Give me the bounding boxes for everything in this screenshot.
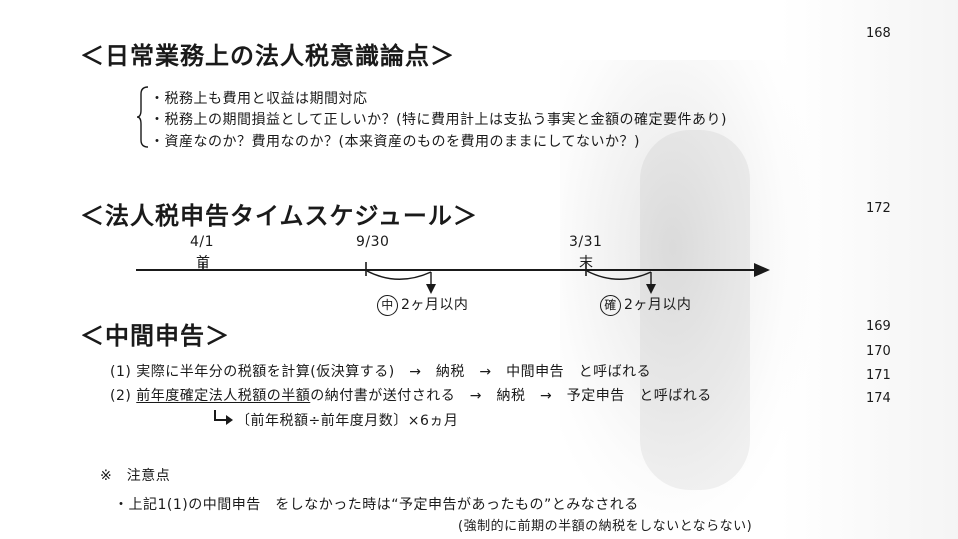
interim-deadline-text: 2ヶ月以内 [401, 297, 469, 313]
final-circle-icon: 確 [600, 294, 621, 316]
section-heading-daily-tax-points: ＜日常業務上の法人税意識論点＞ [80, 42, 455, 70]
bullet-asset-or-expense: ・資産なのか？費用なのか？(本来資産のものを費用のままにしてないか？) [150, 134, 641, 150]
section-heading-filing-schedule: ＜法人税申告タイムスケジュール＞ [80, 202, 478, 230]
final-curve [586, 270, 652, 286]
bullet-period-matching: ・税務上も費用と収益は期間対応 [150, 91, 368, 107]
page-ref-169: 169 [866, 319, 891, 334]
down-arrow-icon [646, 284, 656, 294]
interim-method-2-rest: の納付書が送付される → 納税 → 予定申告 と呼ばれる [310, 388, 712, 404]
interim-curve [366, 270, 432, 286]
final-deadline-text: 2ヶ月以内 [624, 297, 692, 313]
note-heading: ※ 注意点 [100, 468, 171, 484]
timeline-ticks [202, 262, 587, 276]
page-ref-171: 171 [866, 368, 891, 383]
timeline-date-start: 4/1 [190, 234, 215, 250]
interim-circle-icon: 中 [377, 294, 398, 316]
interim-method-1: (1) 実際に半年分の税額を計算(仮決算する) → 納税 → 中間申告 と呼ばれ… [110, 364, 652, 380]
arrow-right-icon [754, 263, 770, 277]
page-ref-170: 170 [866, 344, 891, 359]
interim-method-2: (2) 前年度確定法人税額の半額の納付書が送付される → 納税 → 予定申告 と… [110, 385, 712, 405]
timeline-graphic [136, 262, 770, 294]
down-arrow-icon [426, 284, 436, 294]
timeline-date-end: 3/31 [569, 234, 603, 250]
timeline-date-mid: 9/30 [356, 234, 390, 250]
interim-method-2-underlined: 前年度確定法人税額の半額 [136, 388, 311, 404]
page-ref-172: 172 [866, 201, 891, 216]
note-line-2: (強制的に前期の半額の納税をしないとならない) [458, 519, 753, 534]
bullet-period-profit-loss: ・税務上の期間損益として正しいか？(特に費用計上は支払う事実と金額の確定要件あり… [150, 112, 728, 128]
note-line-1: ・上記1(1)の中間申告 をしなかった時は“予定申告があったもの”とみなされる [114, 497, 639, 513]
page-ref-174: 174 [866, 391, 891, 406]
corner-arrow-icon [214, 410, 233, 425]
page-ref-168: 168 [866, 26, 891, 41]
section-heading-interim-filing: ＜中間申告＞ [80, 322, 230, 350]
formula-text: 〔前年税額÷前年度月数〕×6ヵ月 [236, 413, 459, 429]
interim-method-2-prefix: (2) [110, 388, 137, 404]
brace-icon [136, 86, 149, 148]
